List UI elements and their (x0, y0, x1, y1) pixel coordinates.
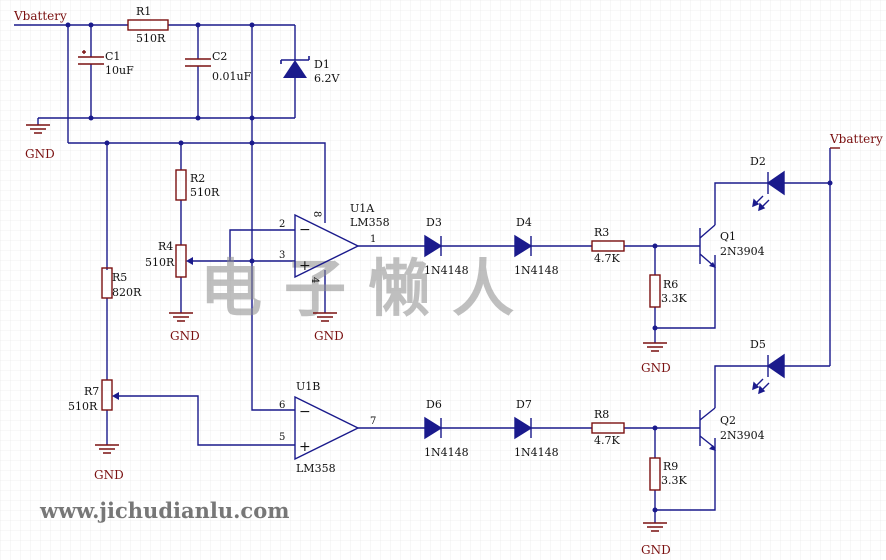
r9-value: 3.3K (661, 474, 687, 487)
c2-ref: C2 (212, 50, 227, 63)
q1-value: 2N3904 (720, 245, 765, 258)
u1b-pin-7: 7 (370, 416, 376, 427)
r6-ref: R6 (663, 278, 678, 291)
d1-value: 6.2V (314, 72, 340, 85)
svg-text:−: − (299, 222, 311, 238)
d6-value: 1N4148 (424, 446, 469, 459)
svg-text:+: + (299, 258, 311, 274)
signal-diodes (424, 234, 533, 440)
d1-ref: D1 (314, 58, 330, 71)
r5-value: 820R (112, 286, 142, 299)
r6-value: 3.3K (661, 292, 687, 305)
pot-wipers (112, 257, 716, 451)
r8-ref: R8 (594, 408, 609, 421)
d4-ref: D4 (516, 216, 532, 229)
u1b-ref: U1B (296, 380, 320, 393)
d3-ref: D3 (426, 216, 442, 229)
d4-value: 1N4148 (514, 264, 559, 277)
u1b-pin-6: 6 (279, 400, 285, 411)
r3-value: 4.7K (594, 252, 620, 265)
junction-dots (65, 22, 833, 513)
c1-value: 10uF (105, 64, 134, 77)
r5-ref: R5 (112, 271, 127, 284)
led-diodes (752, 170, 785, 395)
r7-ref: R7 (84, 385, 99, 398)
d6-ref: D6 (426, 398, 442, 411)
r1-ref: R1 (136, 5, 151, 18)
d7-value: 1N4148 (514, 446, 559, 459)
u1a-pin-2: 2 (279, 219, 285, 230)
u1a-value: LM358 (350, 216, 390, 229)
r1-value: 510R (136, 32, 166, 45)
gnd-label-5: GND (641, 361, 671, 375)
q2-ref: Q2 (720, 414, 736, 427)
u1a-pin-3: 3 (279, 250, 285, 261)
svg-text:−: − (299, 404, 311, 420)
q2-value: 2N3904 (720, 429, 765, 442)
r2-ref: R2 (190, 172, 205, 185)
q1-ref: Q1 (720, 230, 736, 243)
svg-text:+: + (299, 439, 311, 455)
wires (14, 24, 831, 523)
d3-value: 1N4148 (424, 264, 469, 277)
gnd-label-1: GND (25, 147, 55, 161)
c2-value: 0.01uF (212, 70, 252, 83)
r4-value: 510R (145, 256, 175, 269)
website-url: www.jichudianlu.com (39, 498, 289, 523)
opamp-signs: − + − + (299, 222, 311, 455)
d5-ref: D5 (750, 338, 766, 351)
u1b-value: LM358 (296, 462, 336, 475)
gnd-label-2: GND (170, 329, 200, 343)
d2-ref: D2 (750, 155, 766, 168)
u1a-pin-4: 4 (309, 277, 320, 283)
gnd-label-6: GND (641, 543, 671, 557)
r7-value: 510R (68, 400, 98, 413)
c1-ref: C1 (105, 50, 120, 63)
u1a-pin-8: 8 (311, 211, 322, 217)
r8-value: 4.7K (594, 434, 620, 447)
ground-symbols (26, 124, 840, 532)
r1-body (127, 19, 169, 31)
vbattery-net-label-right: Vbattery (829, 132, 883, 146)
vbattery-net-label-left: Vbattery (13, 9, 67, 23)
d7-ref: D7 (516, 398, 532, 411)
watermark-text: 电子懒人 (200, 252, 536, 325)
r2-value: 510R (190, 186, 220, 199)
u1a-pin-1: 1 (370, 234, 376, 245)
r3-ref: R3 (594, 226, 609, 239)
r9-ref: R9 (663, 460, 678, 473)
d1-zener (280, 56, 310, 78)
r4-ref: R4 (158, 240, 173, 253)
gnd-label-3: GND (314, 329, 344, 343)
u1b-pin-5: 5 (279, 432, 285, 443)
gnd-label-4: GND (94, 468, 124, 482)
u1a-ref: U1A (350, 202, 375, 215)
